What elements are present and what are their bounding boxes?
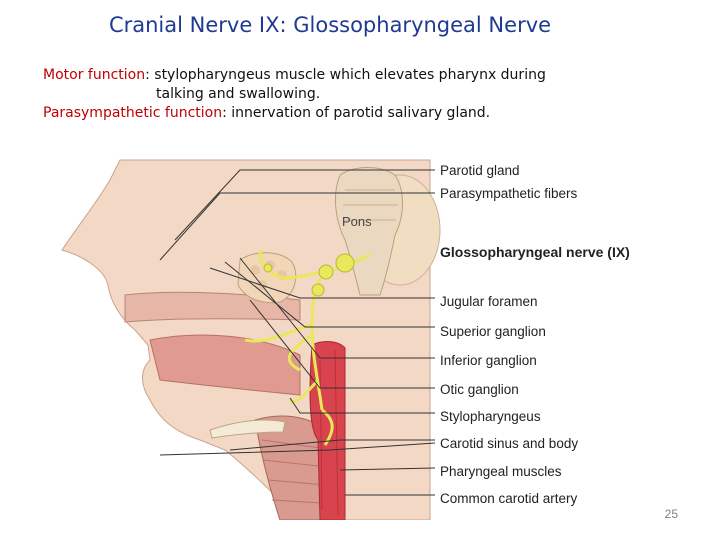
label-superior-ganglion: Superior ganglion xyxy=(440,324,546,339)
motor-line: Motor function: stylopharyngeus muscle w… xyxy=(43,66,683,85)
motor-function-label: Motor function xyxy=(43,67,146,83)
label-pharyngeal-muscles: Pharyngeal muscles xyxy=(440,464,562,479)
label-stylopharyngeus: Stylopharyngeus xyxy=(440,409,541,424)
stylopharyngeus xyxy=(209,419,286,439)
anatomy-illustration: Pons xyxy=(61,159,441,520)
parasympathetic-function-label: Parasympathetic function xyxy=(43,105,223,121)
parasympathetic-function-text: : innervation of parotid salivary gland. xyxy=(222,105,491,121)
slide-title: Cranial Nerve IX: Glossopharyngeal Nerve xyxy=(108,13,552,37)
slide-body: Motor function: stylopharyngeus muscle w… xyxy=(43,66,683,123)
motor-line-continued: talking and swallowing. xyxy=(156,86,321,102)
label-carotid-sinus-and-body: Carotid sinus and body xyxy=(440,436,579,451)
tongue xyxy=(149,334,301,396)
label-parotid-gland: Parotid gland xyxy=(440,163,520,178)
pons-label: Pons xyxy=(342,214,372,229)
parotid-gland xyxy=(237,252,297,304)
label-common-carotid-artery: Common carotid artery xyxy=(440,491,578,506)
label-otic-ganglion: Otic ganglion xyxy=(440,382,519,397)
parasympathetic-line: Parasympathetic function: innervation of… xyxy=(43,104,683,123)
label-glossopharyngeal-nerve: Glossopharyngeal nerve (IX) xyxy=(440,244,630,260)
label-jugular-foramen: Jugular foramen xyxy=(440,294,538,309)
leader-lines xyxy=(159,169,436,496)
page-number: 25 xyxy=(664,507,678,521)
label-inferior-ganglion: Inferior ganglion xyxy=(440,353,537,368)
motor-function-text: : stylopharyngeus muscle which elevates … xyxy=(145,67,546,83)
label-parasympathetic-fibers: Parasympathetic fibers xyxy=(440,186,578,201)
